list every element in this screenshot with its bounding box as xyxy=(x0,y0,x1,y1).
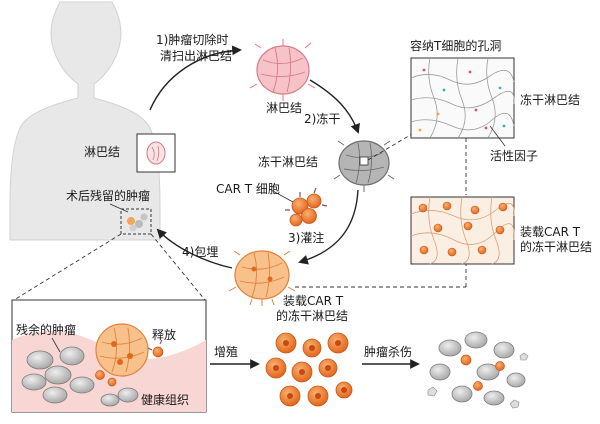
link-to-pores xyxy=(367,133,413,161)
proliferated-car-t-cells xyxy=(265,332,353,407)
loaded-panel xyxy=(410,196,515,265)
car-t-cells xyxy=(285,187,328,227)
tumor-site-zoom-box xyxy=(11,299,207,413)
body-lymph-label: 淋巴结 xyxy=(84,145,120,159)
lymph-node-pink xyxy=(249,39,316,101)
freeze-dried-label: 冻干淋巴结 xyxy=(258,154,318,169)
car-t-cell-label: CAR T 细胞 xyxy=(216,182,280,196)
step3-arrow xyxy=(298,189,359,265)
loaded-right-label-line1: 装载CAR T xyxy=(520,225,581,239)
loaded-right-label-line2: 的冻干淋巴结 xyxy=(520,239,592,254)
active-factor-label: 活性因子 xyxy=(490,149,538,163)
release-label: 释放 xyxy=(152,327,176,342)
lymph-node-loaded xyxy=(228,250,296,306)
residual-tumor-label: 残余的肿瘤 xyxy=(16,322,76,337)
pores-title: 容纳T细胞的孔洞 xyxy=(410,38,501,53)
human-body-figure xyxy=(9,1,161,241)
lymph-node-label: 淋巴结 xyxy=(266,101,302,115)
step1-arrow xyxy=(149,45,242,111)
step2-label: 2)冻干 xyxy=(304,111,340,126)
loaded-label-line2: 的冻干淋巴结 xyxy=(276,308,348,323)
step4-label: 4)包埋 xyxy=(182,245,218,259)
residual-tumor-box xyxy=(120,208,152,235)
step1-label-line2: 清扫出淋巴结 xyxy=(160,49,232,63)
proliferate-label: 增殖 xyxy=(214,344,238,359)
step4-arrow xyxy=(156,228,233,269)
body-lymph-node-box xyxy=(136,133,176,173)
killed-tumor-cells xyxy=(427,331,529,409)
pores-panel xyxy=(410,57,515,139)
residual-tumor-after-label: 术后残留的肿瘤 xyxy=(66,188,150,203)
healthy-tissue-label: 健康组织 xyxy=(141,392,189,407)
lymph-node-freeze-dried xyxy=(333,140,395,192)
tumor-kill-label: 肿瘤杀伤 xyxy=(364,344,412,359)
step3-label: 3)灌注 xyxy=(288,230,324,245)
step2-arrow xyxy=(309,79,360,134)
step1-label-line1: 1)肿瘤切除时 xyxy=(156,32,228,47)
freeze-dried-right-label: 冻干淋巴结 xyxy=(520,92,580,107)
loaded-label-line1: 装载CAR T xyxy=(283,294,344,308)
